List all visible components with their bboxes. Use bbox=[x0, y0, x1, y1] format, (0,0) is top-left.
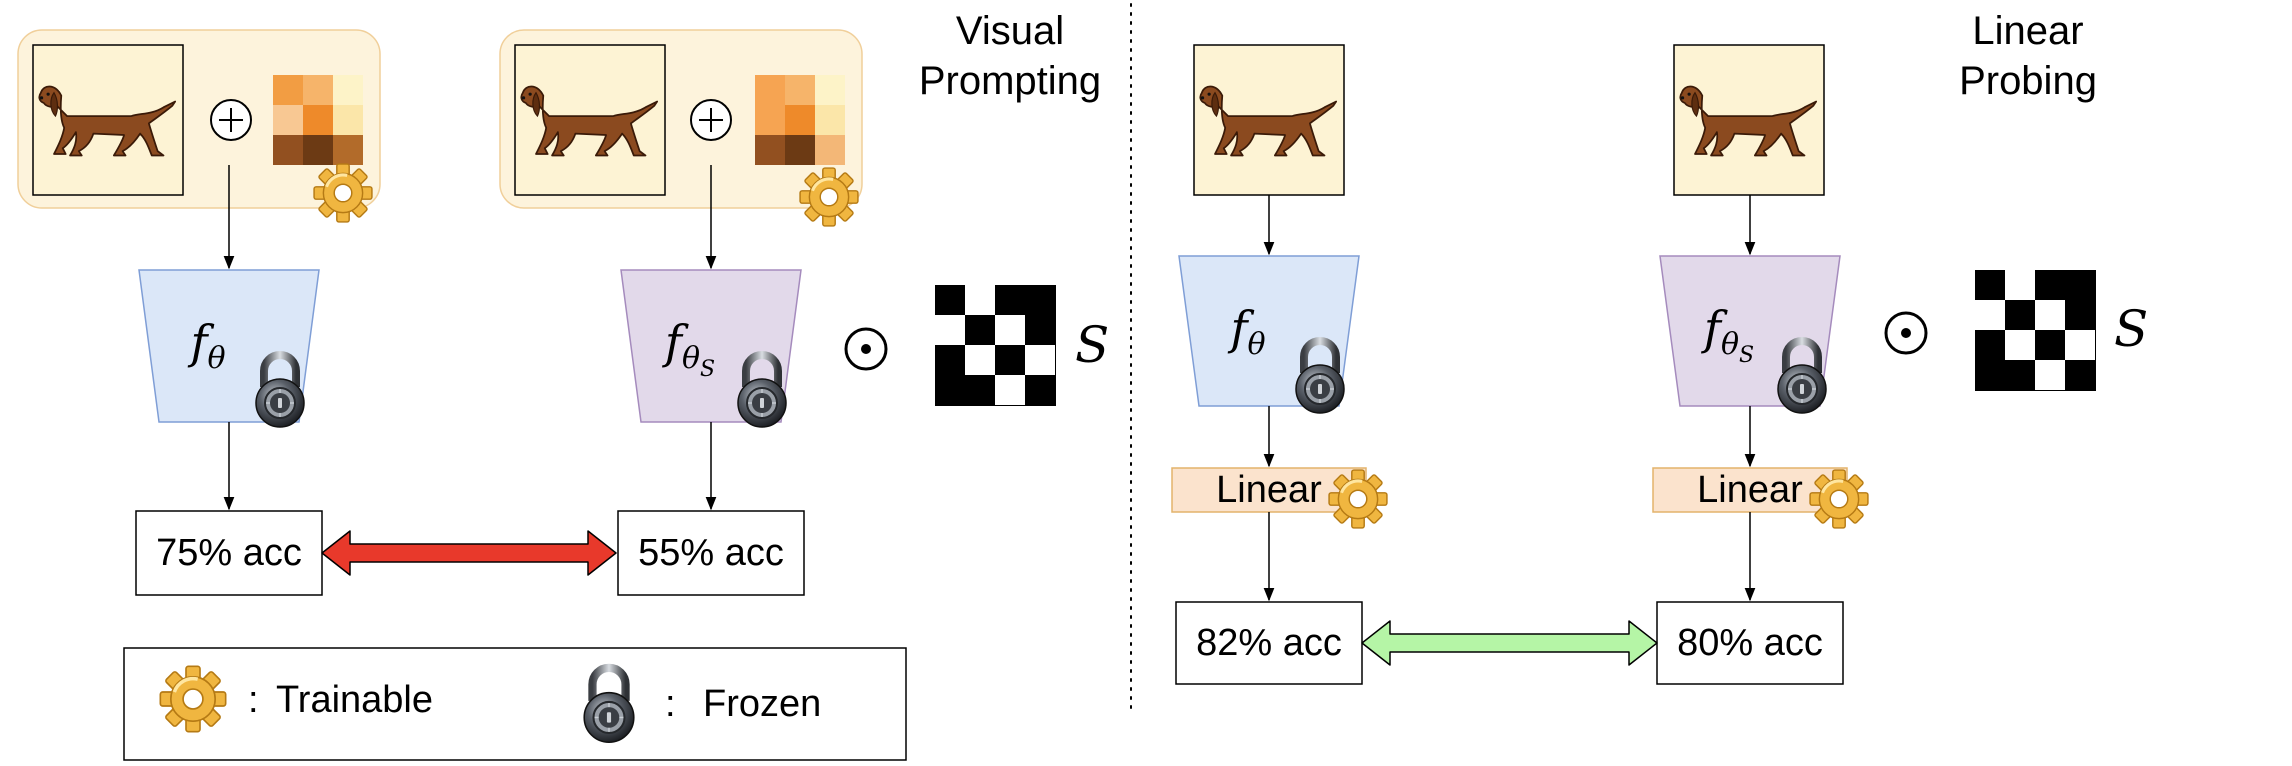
result-lp-sparse: 80% acc bbox=[1677, 622, 1823, 664]
legend-frozen: Frozen bbox=[703, 683, 821, 725]
result-vp-sparse: 55% acc bbox=[638, 532, 784, 574]
linear-label: Linear bbox=[1216, 469, 1322, 511]
result-box-lp-dense bbox=[1175, 601, 1363, 685]
gear-icon bbox=[1808, 468, 1870, 530]
result-box-vp-dense bbox=[135, 510, 323, 596]
mask-symbol: S bbox=[2114, 300, 2148, 358]
model-label-dense: fθ bbox=[187, 315, 225, 376]
linear-label: Linear bbox=[1697, 469, 1803, 511]
result-lp-dense: 82% acc bbox=[1196, 622, 1342, 664]
match-arrow bbox=[1361, 620, 1658, 666]
title-probing: Probing bbox=[1959, 59, 2097, 103]
result-box-lp-sparse bbox=[1656, 601, 1844, 685]
legend-box bbox=[123, 647, 907, 761]
input-image-vp-dense bbox=[32, 44, 184, 196]
result-box-vp-sparse bbox=[617, 510, 805, 596]
gear-icon bbox=[158, 664, 228, 734]
prompt-grid-icon bbox=[273, 75, 363, 165]
prompt-grid-icon bbox=[755, 75, 845, 165]
mask-icon bbox=[935, 285, 1056, 406]
title-linear: Linear bbox=[1972, 9, 2083, 53]
legend-trainable: Trainable bbox=[276, 679, 433, 721]
title-prompting: Prompting bbox=[919, 59, 1101, 103]
gear-icon bbox=[798, 166, 860, 228]
gear-icon bbox=[1327, 468, 1389, 530]
legend-separator: : bbox=[248, 679, 259, 721]
legend-separator: : bbox=[665, 683, 676, 725]
model-label-dense: fθ bbox=[1227, 301, 1265, 362]
gap-arrow bbox=[321, 530, 617, 576]
mask-symbol: S bbox=[1075, 316, 1109, 374]
mask-icon bbox=[1975, 270, 2096, 391]
gear-icon bbox=[312, 162, 374, 224]
title-visual: Visual bbox=[956, 9, 1064, 53]
result-vp-dense: 75% acc bbox=[156, 532, 302, 574]
